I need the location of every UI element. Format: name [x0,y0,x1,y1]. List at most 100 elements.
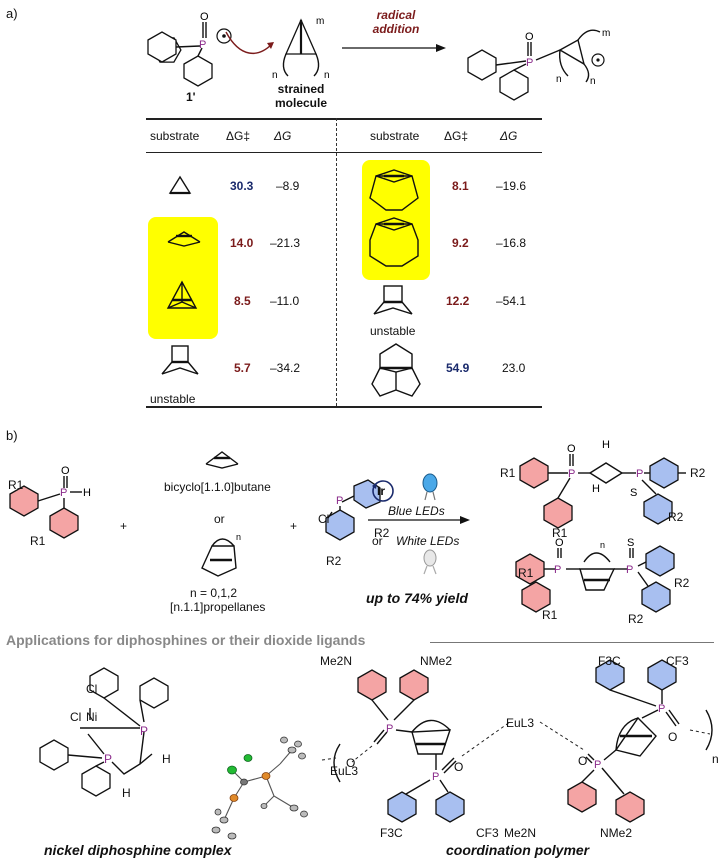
left-row-3-dg-act: 8.5 [234,294,251,308]
blue-led-icon [422,473,438,501]
svg-text:P: P [636,468,643,480]
svg-text:O: O [200,11,209,23]
prod-b2-r1-a: R1 [518,566,534,580]
or-2: or [372,534,383,548]
coordination-polymer-structure: P P P P [321,659,713,823]
reaction-arrow [342,44,446,52]
curly-arrow [225,31,274,55]
svg-text:P: P [626,564,633,576]
ni-p-right: P [140,724,149,738]
svg-text:O: O [525,31,534,43]
phosphine-oxide-structure: P O H [9,465,91,539]
svg-text:n: n [236,532,241,542]
poly-o-mid-right: O [578,754,588,768]
highlight-left [148,217,218,339]
blue-leds-label: Blue LEDs [388,504,445,518]
svg-text:P: P [594,759,601,771]
poly-cf3-bottom: CF3 [476,826,499,840]
prod-b1-r1-left: R1 [500,466,516,480]
svg-text:S: S [630,487,637,499]
svg-text:m: m [316,16,324,27]
svg-text:n: n [590,76,596,87]
svg-text:O: O [555,537,564,549]
product-structure: P O m n n [467,28,610,101]
propellane-structure: n [201,532,241,577]
poly-nme2-bottom: NMe2 [600,826,633,840]
ir-label: Ir [377,484,386,498]
substrate-polycyclic [371,343,421,397]
propellane-label: [n.1.1]propellanes [170,600,266,614]
right-row-1-dg: –19.6 [496,179,527,193]
svg-text:S: S [627,537,634,549]
prod-b1-r1-bottom: R1 [552,526,568,540]
svg-text:n: n [600,540,605,550]
svg-text:O: O [567,443,576,455]
svg-text:n: n [556,74,562,85]
product-b2-structure: P O n P S [515,537,675,613]
poly-o-mid-left: O [454,760,464,774]
clp-r2-bottom: R2 [326,554,342,568]
svg-text:P: P [60,487,67,499]
plus-1: + [120,519,128,533]
right-row-3-note: unstable [370,324,416,338]
substrate-propellane-211 [369,169,419,211]
substrate-cyclopropane [168,175,192,195]
right-row-2-dg: –16.8 [496,236,527,250]
svg-text:P: P [386,723,393,735]
applications-rule [430,642,714,643]
svg-text:P: P [554,564,561,576]
substrate-cyclobutane-fused-right [373,285,413,315]
panel-a-label: a) [6,6,18,21]
highlight-right [362,160,430,280]
prod-b2-r1-b: R1 [542,608,558,622]
bicyclobutane-structure [205,451,239,469]
svg-text:H: H [592,483,600,495]
chlorophosphine-structure: P [325,479,381,541]
n-values: n = 0,1,2 [190,586,238,600]
left-row-1-dg-act: 30.3 [230,179,254,193]
svg-text:H: H [602,439,610,451]
yield-label: up to 74% yield [366,590,468,606]
poly-nme2-top: NMe2 [420,654,453,668]
product-b1-structure: P O H H P S [519,439,686,529]
substrate-propellane-311 [369,217,419,267]
bcb-label: bicyclo[1.1.0]butane [164,480,271,494]
ni-label: Ni [86,710,98,724]
table-header-rule [146,152,542,153]
left-row-4-dg-act: 5.7 [234,361,251,375]
header-substrate-right: substrate [370,129,420,143]
reagent-label: 1' [186,90,196,104]
poly-o-right: O [668,730,678,744]
svg-text:P: P [568,468,575,480]
header-dg-left: ΔG [274,129,292,143]
strained-molecule-label: strained molecule [274,82,328,110]
svg-text:O: O [61,465,70,477]
prod-b2-r2-a: R2 [674,576,690,590]
poly-me2n-top: Me2N [320,654,353,668]
left-row-4-dg: –34.2 [270,361,301,375]
table-divider [336,118,337,406]
header-substrate-left: substrate [150,129,200,143]
header-dg-act-left: ΔG‡ [226,129,251,143]
ni-p-left: P [104,752,113,766]
prod-b1-r2-bottom: R2 [668,510,684,524]
substrate-propellane-111 [166,280,198,309]
poly-o-left: O [346,756,356,770]
table-bottom-rule [146,406,542,408]
ni-cl-top: Cl [86,682,98,696]
substrate-bicyclobutane [167,231,201,247]
svg-text:H: H [83,487,91,499]
nickel-complex-structure [39,667,169,797]
header-dg-act-right: ΔG‡ [444,129,469,143]
nickel-caption: nickel diphosphine complex [44,842,232,858]
svg-text:m: m [602,28,610,39]
ir-catalyst-icon [372,480,394,502]
left-row-2-dg: –21.3 [270,236,301,250]
strained-molecule-structure: m n n [272,16,330,81]
poly-f3c-top: F3C [598,654,621,668]
substrate-cyclobutane-fused-left [161,345,199,375]
clp-r2-top: R2 [374,526,390,540]
left-row-3-dg: –11.0 [270,294,300,308]
left-row-1-dg: –8.9 [276,179,300,193]
poly-eul3-left: EuL3 [330,764,359,778]
